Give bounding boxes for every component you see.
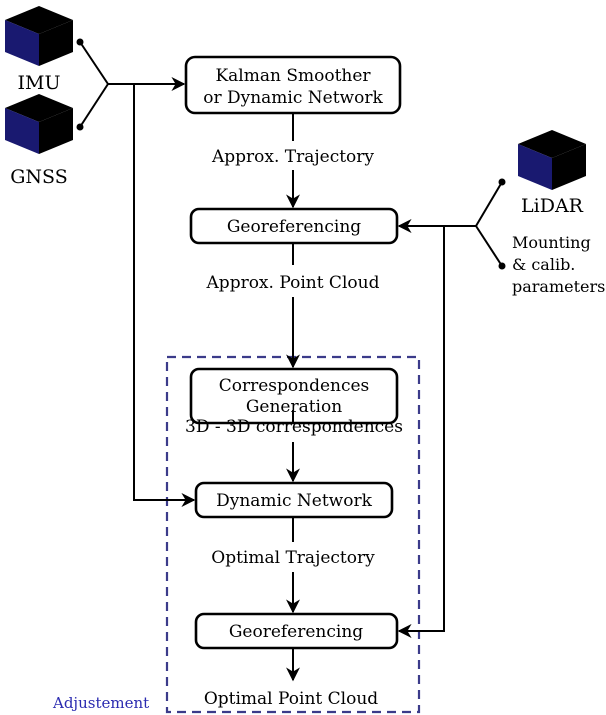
optimal-trajectory-label: Optimal Trajectory	[211, 548, 375, 568]
optimal-point-cloud-label: Optimal Point Cloud	[204, 689, 378, 709]
imu-cube-icon	[5, 6, 73, 66]
imu-gnss-junction	[79, 41, 109, 128]
approx-trajectory-label: Approx. Trajectory	[211, 147, 374, 167]
correspondences-edge-label: 3D - 3D correspondences	[185, 417, 403, 437]
edge-sensors-to-dynnet	[133, 84, 196, 507]
mounting-connector-dot	[498, 262, 506, 270]
edge-lidar-to-georef-bottom	[397, 226, 445, 638]
georef-bottom-box	[194, 612, 399, 650]
gnss-cube-icon	[5, 94, 73, 154]
kalman-label-2: or Dynamic Network	[203, 88, 383, 108]
imu-label: IMU	[18, 72, 61, 94]
dynnet-label: Dynamic Network	[216, 491, 372, 511]
mounting-label-1: Mounting	[512, 233, 591, 252]
mounting-label-3: parameters	[512, 277, 605, 296]
correspondences-label-1: Correspondences	[219, 376, 370, 396]
approx-point-cloud-label: Approx. Point Cloud	[206, 273, 380, 293]
georef-bottom-label: Georeferencing	[229, 622, 363, 642]
kalman-label-1: Kalman Smoother	[215, 66, 371, 86]
lidar-label: LiDAR	[521, 195, 584, 217]
gnss-label: GNSS	[10, 166, 68, 188]
georef-top-label: Georeferencing	[227, 217, 361, 237]
mounting-label-2: & calib.	[512, 255, 575, 274]
gnss-connector-dot	[76, 123, 84, 131]
correspondences-label-2: Generation	[246, 397, 342, 417]
lidar-connector-dot	[498, 178, 506, 186]
lidar-junction	[475, 181, 503, 267]
lidar-cube-icon	[518, 130, 586, 190]
imu-connector-dot	[76, 38, 84, 46]
adjustment-label: Adjustement	[52, 694, 149, 712]
